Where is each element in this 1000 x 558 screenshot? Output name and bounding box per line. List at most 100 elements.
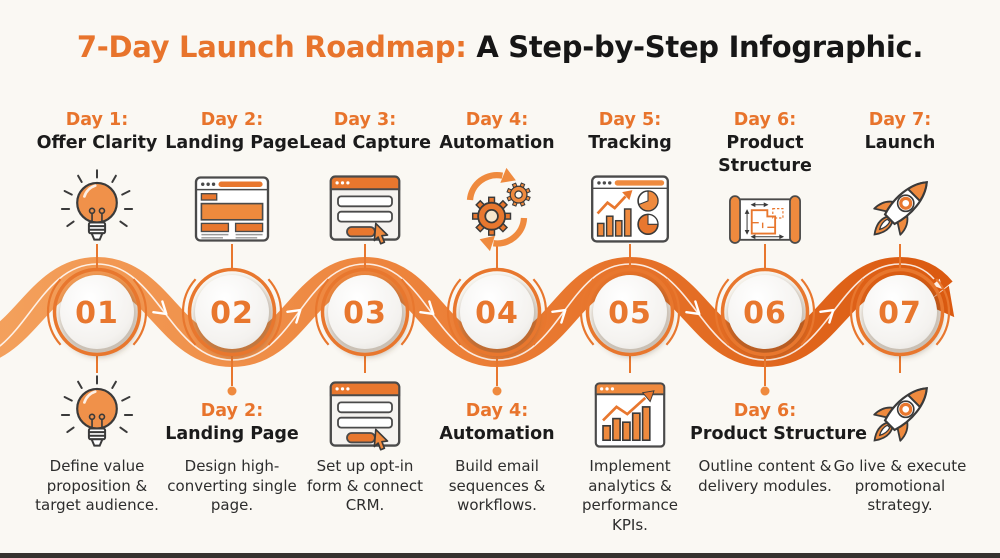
step-repeat-header: Day 2: Landing Page	[157, 400, 307, 446]
analytics-icon	[585, 370, 675, 460]
step-day-label: Day 5:	[598, 110, 662, 130]
optin-icon	[320, 164, 410, 254]
step-column-4: Day 4: Automation Day 4: Automation Buil…	[422, 0, 572, 558]
step-column-1: Day 1: Offer Clarity Define value propos…	[22, 0, 172, 558]
step-name-label: Automation	[439, 132, 555, 153]
step-description: Build email sequences & workflows.	[448, 457, 546, 514]
step-name-label: Landing Page	[165, 132, 299, 153]
step-name-label: Lead Capture	[299, 132, 431, 153]
step-below-slot	[290, 366, 440, 458]
step-node-3: 03	[314, 244, 416, 373]
step-repeat-header: Day 6: Product Structure	[690, 400, 868, 446]
optin-icon	[320, 370, 410, 460]
step-header: Day 7: Launch	[825, 109, 975, 155]
step-node-4: 04	[446, 244, 548, 396]
step-description-wrap: Define value proposition & target audien…	[22, 457, 172, 516]
step-number: 05	[608, 296, 652, 331]
step-below-slot	[555, 366, 705, 458]
step-below-slot: Day 6: Product Structure	[690, 366, 868, 458]
bottom-bar	[0, 553, 1000, 558]
step-header: Day 3: Lead Capture	[290, 109, 440, 155]
step-day-label: Day 4:	[465, 110, 529, 130]
step-name-label: Tracking	[588, 132, 672, 153]
step-icon-slot	[555, 163, 705, 255]
connector-dot	[227, 386, 237, 396]
step-icon-slot	[157, 163, 307, 255]
step-column-7: Day 7: Launch Go live & execute promotio…	[825, 0, 975, 558]
browser-icon	[187, 164, 277, 254]
step-number: 02	[210, 296, 254, 331]
step-description-wrap: Implement analytics & performance KPIs.	[555, 457, 705, 535]
step-icon-slot	[825, 163, 975, 255]
step-number: 07	[878, 296, 922, 331]
wave-chevron-icon	[152, 300, 168, 316]
step-icon-slot	[290, 163, 440, 255]
step-below-slot	[22, 366, 172, 458]
step-column-6: Day 6: Product Structure Day 6: Product …	[690, 0, 868, 558]
page-title: 7-Day Launch Roadmap: A Step-by-Step Inf…	[0, 30, 1000, 64]
step-column-5: Day 5: Tracking Implement analytics & pe…	[555, 0, 705, 558]
connector-dot	[760, 386, 770, 396]
step-name-label: Launch	[864, 132, 936, 153]
repeat-name-label: Landing Page	[165, 423, 299, 444]
step-below-slot	[825, 366, 975, 458]
step-number: 04	[475, 296, 519, 331]
wave-chevron-icon	[685, 300, 701, 316]
step-description: Implement analytics & performance KPIs.	[581, 457, 679, 534]
wave-chevron-icon	[551, 308, 567, 324]
dashboard-icon	[585, 164, 675, 254]
gears-icon	[452, 164, 542, 254]
step-icon-slot	[422, 163, 572, 255]
step-header: Day 4: Automation	[422, 109, 572, 155]
step-header: Day 5: Tracking	[555, 109, 705, 155]
step-header: Day 1: Offer Clarity	[22, 109, 172, 155]
step-icon-slot	[22, 163, 172, 255]
repeat-name-label: Automation	[439, 423, 555, 444]
wave-chevron-icon	[819, 308, 835, 324]
step-node-7: 07	[849, 244, 951, 373]
step-node-2: 02	[181, 244, 283, 396]
step-icon-slot	[690, 172, 840, 264]
page-title-highlight: 7-Day Launch Roadmap:	[76, 30, 467, 64]
page-title-rest: A Step-by-Step Infographic.	[466, 30, 924, 64]
lightbulb-icon	[52, 370, 142, 460]
repeat-day-label: Day 2:	[200, 401, 264, 421]
rocket-icon	[855, 370, 945, 460]
step-day-label: Day 7:	[868, 110, 932, 130]
step-below-slot: Day 2: Landing Page	[157, 366, 307, 458]
timeline-wave: 01 02 03 04 05 06	[0, 244, 955, 396]
repeat-name-label: Product Structure	[690, 423, 868, 444]
blueprint-icon	[726, 179, 804, 257]
wave-chevron-icon	[286, 308, 302, 324]
step-day-label: Day 2:	[200, 110, 264, 130]
step-description-wrap: Design high-converting single page.	[157, 457, 307, 516]
step-column-2: Day 2: Landing Page Day 2: Landing Page …	[157, 0, 307, 558]
step-header: Day 2: Landing Page	[157, 109, 307, 155]
wave-chevron-icon	[419, 300, 435, 316]
rocket-icon	[855, 164, 945, 254]
step-number: 06	[743, 296, 787, 331]
step-description-wrap: Set up opt-in form & connect CRM.	[290, 457, 440, 516]
step-name-label: Offer Clarity	[36, 132, 158, 153]
lightbulb-icon	[52, 164, 142, 254]
step-description: Go live & execute promotional strategy.	[833, 457, 967, 514]
step-day-label: Day 6:	[733, 110, 797, 130]
step-node-6: 06	[714, 244, 816, 396]
step-description: Define value proposition & target audien…	[35, 457, 159, 514]
step-column-3: Day 3: Lead Capture Set up opt-in form &…	[290, 0, 440, 558]
step-node-1: 01	[46, 244, 148, 373]
step-description: Outline content & delivery modules.	[698, 457, 832, 495]
step-description: Set up opt-in form & connect CRM.	[306, 457, 423, 514]
step-description-wrap: Outline content & delivery modules.	[690, 457, 840, 496]
step-description-wrap: Go live & execute promotional strategy.	[825, 457, 975, 516]
connector-dot	[492, 386, 502, 396]
step-header: Day 6: Product Structure	[690, 109, 840, 177]
step-number: 03	[343, 296, 387, 331]
step-repeat-header: Day 4: Automation	[422, 400, 572, 446]
step-name-label: Product Structure	[718, 132, 812, 176]
step-description-wrap: Build email sequences & workflows.	[422, 457, 572, 516]
step-node-5: 05	[579, 244, 681, 373]
step-description: Design high-converting single page.	[167, 457, 297, 514]
step-below-slot: Day 4: Automation	[422, 366, 572, 458]
repeat-day-label: Day 6:	[733, 401, 797, 421]
